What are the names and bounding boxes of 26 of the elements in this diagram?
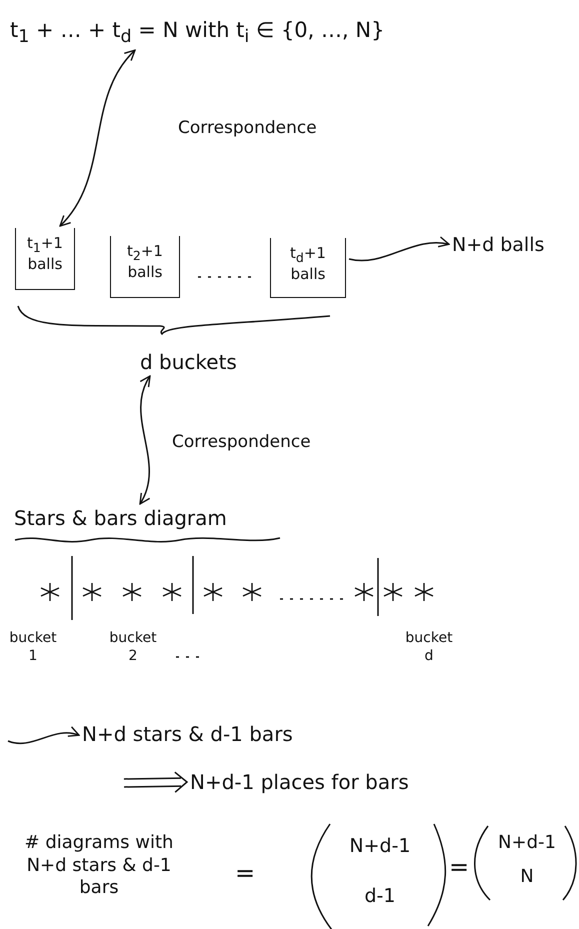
result-text: N+d-1 places for bars xyxy=(190,770,409,794)
section-heading: Stars & bars diagram xyxy=(14,506,227,530)
bucket-box: t$_{2}$+1 balls xyxy=(110,236,180,298)
result-text: N+d stars & d-1 bars xyxy=(82,722,293,746)
binomial-entry: N+d-1 xyxy=(497,832,557,854)
squiggly-arrow xyxy=(59,50,136,227)
edge-label: Correspondence xyxy=(172,432,311,454)
bucket-label: bucket 2 xyxy=(108,630,158,665)
equals-sign: = xyxy=(234,858,256,888)
equation-text: t$_{1}$ + … + t$_{d}$ = N with t$_{i}$ ∈ {0, …, N} xyxy=(10,18,384,48)
binomial-entry: d-1 xyxy=(363,885,396,909)
bucket-box: t$_{d}$+1 balls xyxy=(270,238,346,298)
squiggle-arrow xyxy=(8,726,80,744)
implies-arrow xyxy=(123,772,188,793)
group-label: d buckets xyxy=(140,350,237,374)
binomial-entry: N xyxy=(519,866,535,888)
bucket-label: bucket d xyxy=(404,630,454,665)
squiggly-arrow xyxy=(139,375,151,505)
edge-label: Correspondence xyxy=(178,118,317,140)
equals-sign: = xyxy=(448,852,470,882)
formula-text: # diagrams with N+d stars & d-1 bars xyxy=(24,832,174,900)
bucket-label: bucket 1 xyxy=(8,630,58,665)
result-text: N+d balls xyxy=(452,234,544,257)
squiggle-arrow xyxy=(348,237,450,262)
binomial-entry: N+d-1 xyxy=(348,835,412,859)
bucket-box: t$_{1}$+1 balls xyxy=(15,228,75,290)
